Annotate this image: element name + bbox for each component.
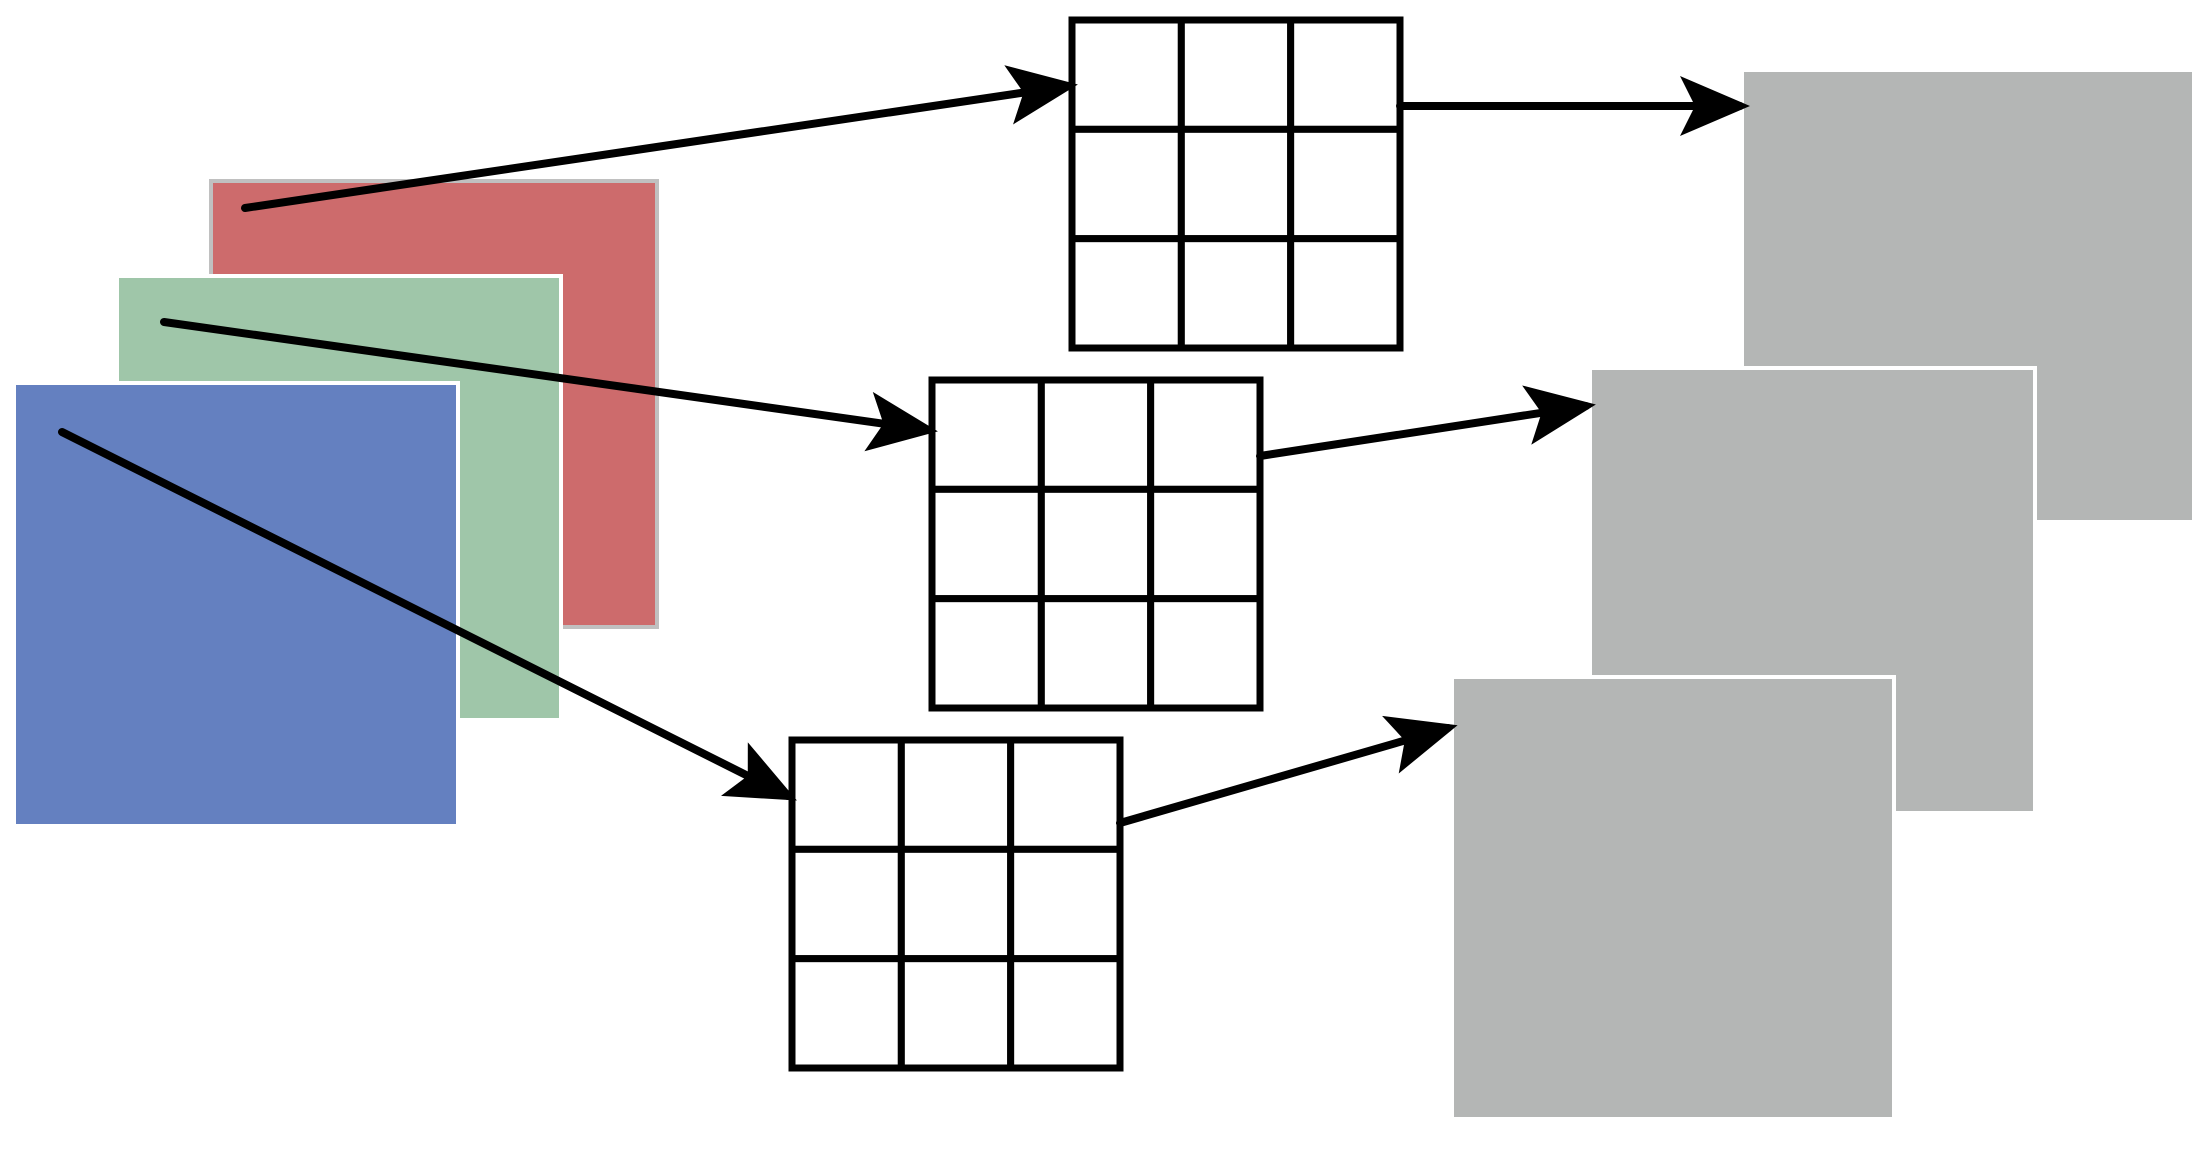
kernel-cell	[1147, 595, 1264, 712]
kernel-grid-top	[1068, 16, 1404, 352]
kernel-cell	[928, 376, 1045, 493]
kernel-cell	[1037, 595, 1155, 712]
kernel-cell	[1177, 125, 1295, 243]
output-maps	[1450, 68, 2196, 1121]
kernel-cell	[1177, 235, 1295, 352]
kernel-cell	[1147, 376, 1264, 493]
input-channel-blue	[12, 381, 460, 828]
kernel-cell	[928, 485, 1045, 603]
kernel-cell	[788, 845, 905, 963]
arrow-blue-to-kernel-bottom	[58, 428, 797, 801]
kernel-cell	[788, 736, 905, 853]
arrow-red-to-kernel-top	[241, 65, 1078, 212]
kernel-cell	[928, 595, 1045, 712]
input-arrows	[58, 65, 1078, 801]
kernel-cell	[1177, 16, 1295, 133]
input-channels	[12, 179, 659, 828]
arrow-green-to-kernel-middle	[160, 318, 938, 452]
kernel-cell	[1037, 485, 1155, 603]
output-map-bottom	[1450, 675, 1896, 1121]
kernel-cell	[1068, 16, 1185, 133]
kernel-cell	[788, 955, 905, 1072]
kernel-cell	[1287, 125, 1404, 243]
kernel-cell	[1007, 736, 1124, 853]
kernel-cell	[897, 955, 1015, 1072]
output-arrows	[1116, 76, 1750, 827]
kernel-cell	[1037, 376, 1155, 493]
kernel-grid-middle	[928, 376, 1264, 712]
kernel-grid-bottom	[788, 736, 1124, 1072]
kernel-cell	[1287, 235, 1404, 352]
kernel-cell	[897, 736, 1015, 853]
arrow-kernel-bottom-to-output-bottom	[1116, 715, 1458, 827]
arrow-kernel-middle-to-output-middle	[1256, 385, 1596, 460]
kernel-cell	[1068, 125, 1185, 243]
kernel-cell	[1007, 845, 1124, 963]
kernel-cell	[897, 845, 1015, 963]
kernel-cell	[1147, 485, 1264, 603]
kernel-cell	[1287, 16, 1404, 133]
kernel-cell	[1068, 235, 1185, 352]
kernel-cell	[1007, 955, 1124, 1072]
